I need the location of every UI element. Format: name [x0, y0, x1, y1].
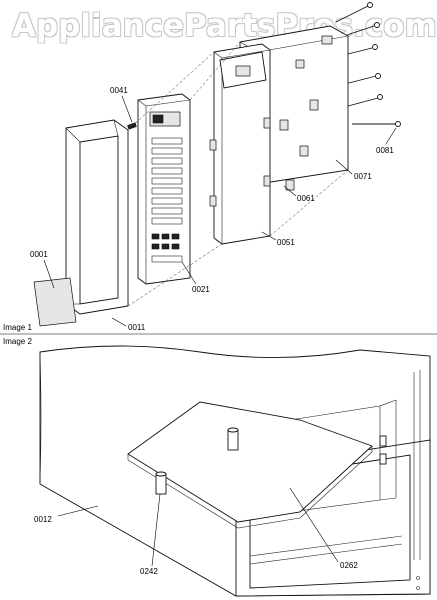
- standoff-post: [227, 427, 239, 451]
- label-0242: 0242: [140, 567, 158, 576]
- label-0012: 0012: [34, 515, 52, 524]
- section-label-image2: Image 2: [3, 337, 32, 346]
- label-0071: 0071: [354, 172, 372, 181]
- image2-group: 0012 0242 0262: [34, 345, 431, 597]
- watermark: AppliancePartsPros.com: [12, 8, 437, 44]
- plate-0262: [127, 401, 373, 529]
- assembly-lines: [127, 41, 349, 307]
- section-label-image1: Image 1: [3, 323, 32, 332]
- middle-bracket-0051: [209, 43, 295, 245]
- label-leaders-image1: [43, 95, 397, 327]
- label-0021: 0021: [192, 285, 210, 294]
- window-panel-0001: [33, 277, 77, 327]
- label-0262: 0262: [340, 561, 358, 570]
- part-0242-post: [155, 471, 167, 495]
- label-0011: 0011: [128, 323, 146, 332]
- control-panel-0021: [137, 93, 191, 285]
- label-0001: 0001: [30, 250, 48, 259]
- image1-group: 0001 0011 0021 0041 0051 0061 0071 0081: [30, 2, 401, 332]
- label-0061: 0061: [297, 194, 315, 203]
- door-frame-0011: [65, 119, 129, 315]
- label-0081: 0081: [376, 146, 394, 155]
- part-0041-clip: [127, 122, 137, 130]
- label-0051: 0051: [277, 238, 295, 247]
- label-leaders-image2: [57, 487, 339, 567]
- label-0041: 0041: [110, 86, 128, 95]
- keypad-buttons: [151, 137, 183, 263]
